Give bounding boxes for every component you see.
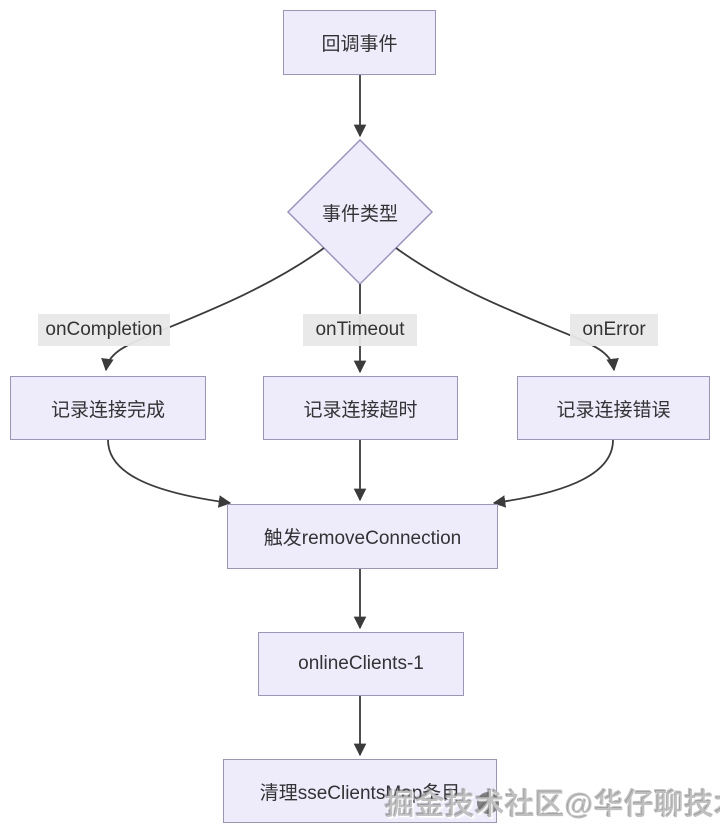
node-cleanup-sseclientsmap: 清理sseClientsMap条目 bbox=[223, 759, 497, 823]
edge-label-onerror: onError bbox=[570, 314, 658, 346]
node-onlineclients-decrement: onlineClients-1 bbox=[258, 632, 464, 696]
node-trigger-removeconnection: 触发removeConnection bbox=[227, 504, 498, 569]
node-event-type: 事件类型 bbox=[321, 203, 398, 225]
edge-completion-to-remove bbox=[107, 439, 232, 508]
node-callback-event: 回调事件 bbox=[283, 10, 436, 75]
node-record-completion: 记录连接完成 bbox=[10, 376, 206, 440]
edge-eventtype-to-completion bbox=[101, 247, 325, 372]
watermark-dot bbox=[477, 792, 499, 814]
edge-label-ontimeout: onTimeout bbox=[303, 314, 417, 346]
edge-error-to-remove bbox=[492, 439, 614, 508]
node-record-timeout: 记录连接超时 bbox=[263, 376, 458, 440]
edge-eventtype-to-error bbox=[395, 247, 619, 372]
edge-label-oncompletion: onCompletion bbox=[38, 314, 170, 346]
watermark-text: 掘金技术社区@华仔聊技术 bbox=[385, 789, 720, 821]
node-record-error: 记录连接错误 bbox=[517, 376, 710, 440]
